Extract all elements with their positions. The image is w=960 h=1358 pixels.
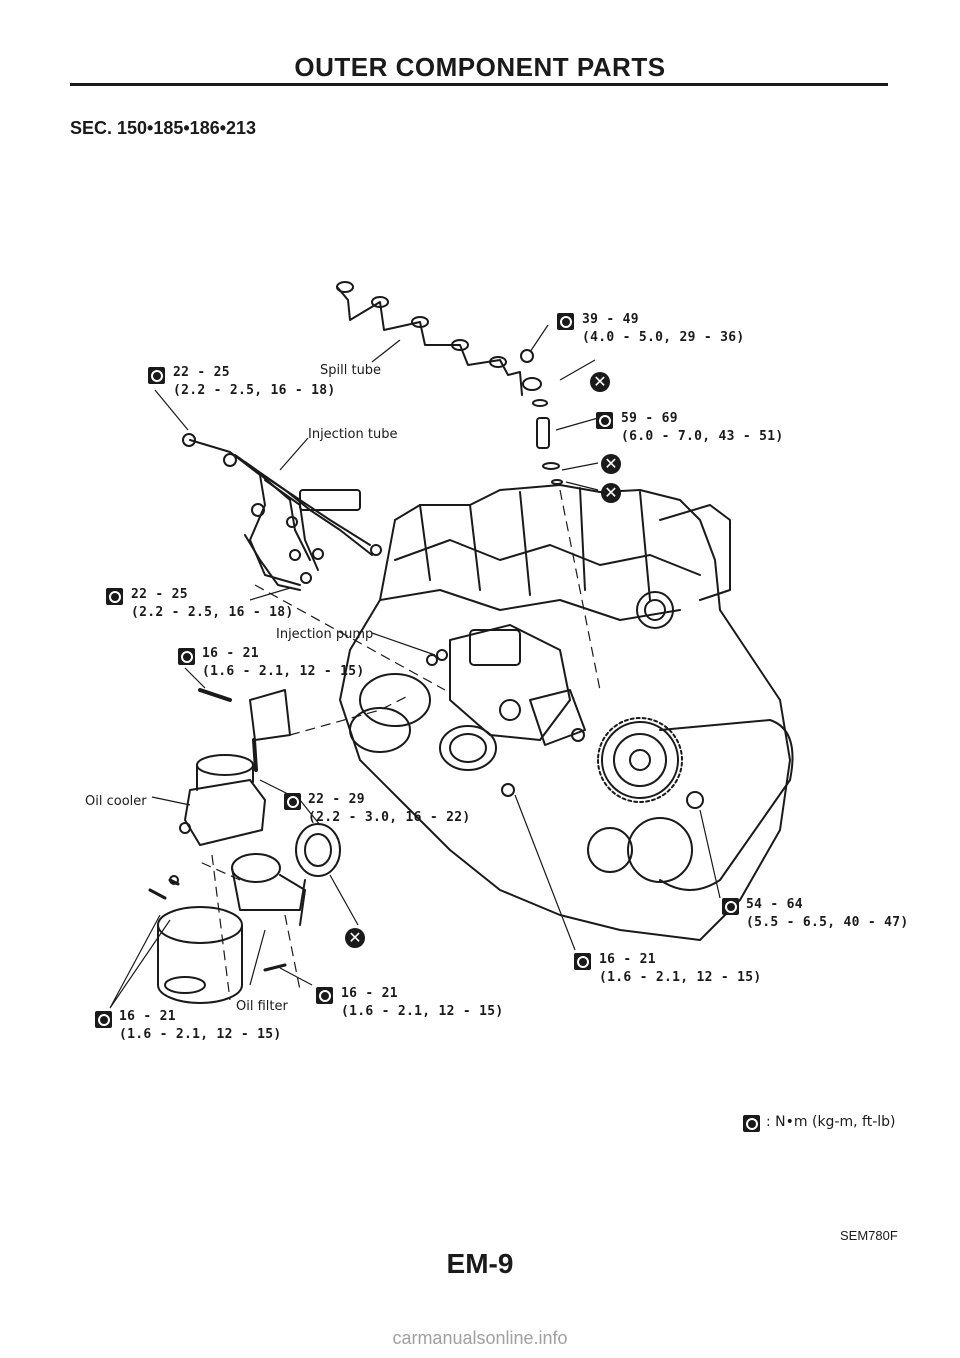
torque-wrench-icon [178,648,195,665]
torque-wrench-icon [574,953,591,970]
injection-pump-shape [426,624,586,746]
torque-value: 39 - 49 [582,312,639,327]
torque-spec-6: 22 - 29 (2.2 - 3.0, 16 - 22) [308,791,471,827]
page-number: EM-9 [446,1248,514,1279]
torque-units: (1.6 - 2.1, 12 - 15) [599,970,762,985]
torque-wrench-icon [557,313,574,330]
replace-part-icon: ✕ [345,928,365,948]
watermark: carmanualsonline.info [392,1328,568,1348]
oil-filter-shape [157,906,243,944]
injection-tube-shape [189,439,301,586]
torque-wrench-icon [596,412,613,429]
torque-value: 16 - 21 [341,986,398,1001]
torque-units: (4.0 - 5.0, 29 - 36) [582,330,745,345]
torque-units: (2.2 - 2.5, 16 - 18) [131,605,294,620]
torque-value: 16 - 21 [599,952,656,967]
label-oil-filter: Oil filter [236,999,288,1014]
torque-units: (2.2 - 3.0, 16 - 22) [308,810,471,825]
spill-tube-shape [337,287,523,396]
torque-units: (1.6 - 2.1, 12 - 15) [341,1004,504,1019]
torque-spec-8: 16 - 21 (1.6 - 2.1, 12 - 15) [599,951,762,987]
torque-units: (6.0 - 7.0, 43 - 51) [621,429,784,444]
header-divider [70,83,888,86]
timing-pulley [601,721,679,799]
torque-value: 22 - 25 [131,587,188,602]
torque-value: 16 - 21 [202,646,259,661]
torque-value: 54 - 64 [746,897,803,912]
torque-value: 16 - 21 [119,1009,176,1024]
figure-code: SEM780F [840,1228,898,1243]
replace-part-icon: ✕ [601,483,621,503]
torque-spec-5: 16 - 21 (1.6 - 2.1, 12 - 15) [202,645,365,681]
torque-units: (2.2 - 2.5, 16 - 18) [173,383,336,398]
torque-units: (1.6 - 2.1, 12 - 15) [119,1027,282,1042]
torque-wrench-icon [743,1115,760,1132]
section-reference: SEC. 150•185•186•213 [70,118,257,138]
torque-units: (1.6 - 2.1, 12 - 15) [202,664,365,679]
torque-value: 22 - 29 [308,792,365,807]
torque-value: 22 - 25 [173,365,230,380]
label-spill-tube: Spill tube [320,363,382,378]
torque-wrench-icon [106,588,123,605]
torque-wrench-icon [722,898,739,915]
torque-value: 59 - 69 [621,411,678,426]
torque-legend: : N•m (kg-m, ft-lb) [766,1114,896,1130]
oil-cooler-shape [184,779,266,846]
replace-part-icon: ✕ [601,454,621,474]
label-injection-tube: Injection tube [308,427,398,442]
torque-wrench-icon [95,1011,112,1028]
torque-spec-10: 16 - 21 (1.6 - 2.1, 12 - 15) [119,1008,282,1044]
replace-part-icon: ✕ [590,372,610,392]
torque-wrench-icon [284,793,301,810]
torque-spec-4: 22 - 25 (2.2 - 2.5, 16 - 18) [131,586,294,622]
torque-wrench-icon [316,987,333,1004]
torque-wrench-icon [148,367,165,384]
page-header-title: OUTER COMPONENT PARTS [294,52,666,82]
label-oil-cooler: Oil cooler [85,794,147,809]
torque-spec-7: 54 - 64 (5.5 - 6.5, 40 - 47) [746,896,909,932]
torque-spec-3: 59 - 69 (6.0 - 7.0, 43 - 51) [621,410,784,446]
torque-spec-1: 39 - 49 (4.0 - 5.0, 29 - 36) [582,311,745,347]
torque-units: (5.5 - 6.5, 40 - 47) [746,915,909,930]
torque-spec-9: 16 - 21 (1.6 - 2.1, 12 - 15) [341,985,504,1021]
engine-block-outline [339,484,791,941]
torque-spec-2: 22 - 25 (2.2 - 2.5, 16 - 18) [173,364,336,400]
label-injection-pump: Injection pump [276,627,374,642]
